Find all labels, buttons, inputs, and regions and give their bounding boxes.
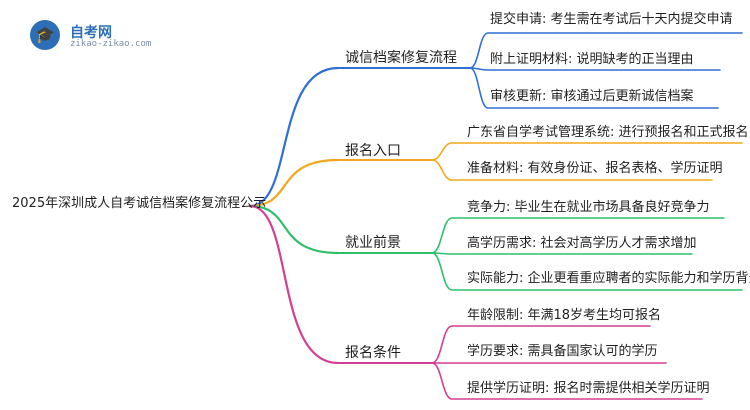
connector-line: [248, 204, 340, 365]
leaf-label: 提交申请: 考生需在考试后十天内提交申请: [490, 12, 733, 27]
connector-line: [248, 204, 340, 255]
root-topic: 2025年深圳成人自考诚信档案修复流程公示: [12, 196, 267, 211]
branch-label: 报名条件: [345, 345, 401, 361]
leaf-label: 竞争力: 毕业生在就业市场具备良好竞争力: [467, 200, 710, 215]
connector-line: [469, 32, 743, 69]
connector-line: [248, 66, 340, 208]
site-logo: 🎓 自考网 zikao-zikao.com: [30, 20, 160, 50]
connector-line: [431, 252, 743, 291]
leaf-label: 提供学历证明: 报名时需提供相关学历证明: [467, 381, 710, 396]
leaf-label: 广东省自学考试管理系统: 进行预报名和正式报名: [467, 125, 749, 140]
leaf-label: 年龄限制: 年满18岁考生均可报名: [467, 308, 662, 323]
leaf-label: 实际能力: 企业更看重应聘者的实际能力和学历背景: [467, 271, 750, 286]
leaf-label: 审核更新: 审核通过后更新诚信档案: [490, 89, 694, 104]
leaf-label: 附上证明材料: 说明缺考的正当理由: [490, 52, 694, 67]
connector-line: [431, 252, 693, 255]
connector-line: [469, 67, 721, 71]
leaf-label: 准备材料: 有效身份证、报名表格、学历证明: [467, 161, 723, 176]
connector-line: [431, 159, 713, 181]
branch-label: 报名入口: [345, 143, 401, 159]
logo-site: zikao-zikao.com: [70, 39, 152, 49]
leaf-label: 学历要求: 需具备国家认可的学历: [467, 344, 658, 359]
connector-line: [469, 67, 719, 109]
branch-label: 诚信档案修复流程: [345, 50, 457, 66]
connector-line: [431, 217, 725, 254]
leaf-label: 高学历需求: 社会对高学历人才需求增加: [467, 236, 697, 251]
logo-name: 自考网: [70, 25, 112, 41]
branch-label: 就业前景: [345, 235, 401, 251]
connector-line: [431, 325, 651, 364]
connector-line: [248, 158, 340, 208]
connector-line: [431, 142, 743, 161]
connector-line: [431, 362, 703, 400]
graduation-cap-icon: 🎓: [30, 20, 60, 50]
